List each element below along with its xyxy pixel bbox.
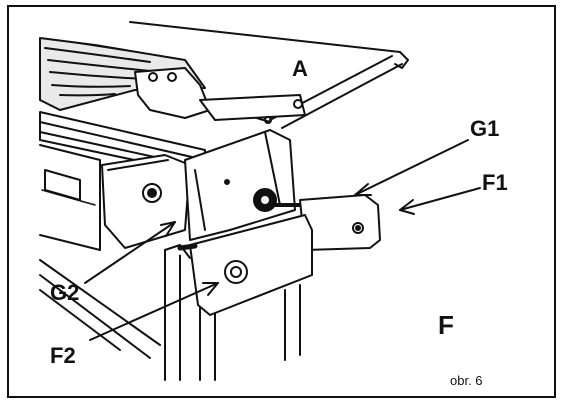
label-a: A: [292, 56, 308, 81]
label-g2: G2: [50, 280, 80, 305]
left-clamp-block: [101, 154, 191, 249]
label-f1: F1: [482, 170, 508, 195]
wood-board: [39, 37, 206, 111]
figure-caption: obr. 6: [450, 373, 483, 388]
board-bracket: [134, 67, 306, 124]
label-f2: F2: [50, 343, 76, 368]
central-housing: [184, 129, 302, 241]
label-f: F: [438, 310, 454, 340]
front-clamp-plate: [177, 214, 313, 316]
leader-arrows: [84, 139, 481, 341]
label-g1: G1: [470, 116, 500, 141]
